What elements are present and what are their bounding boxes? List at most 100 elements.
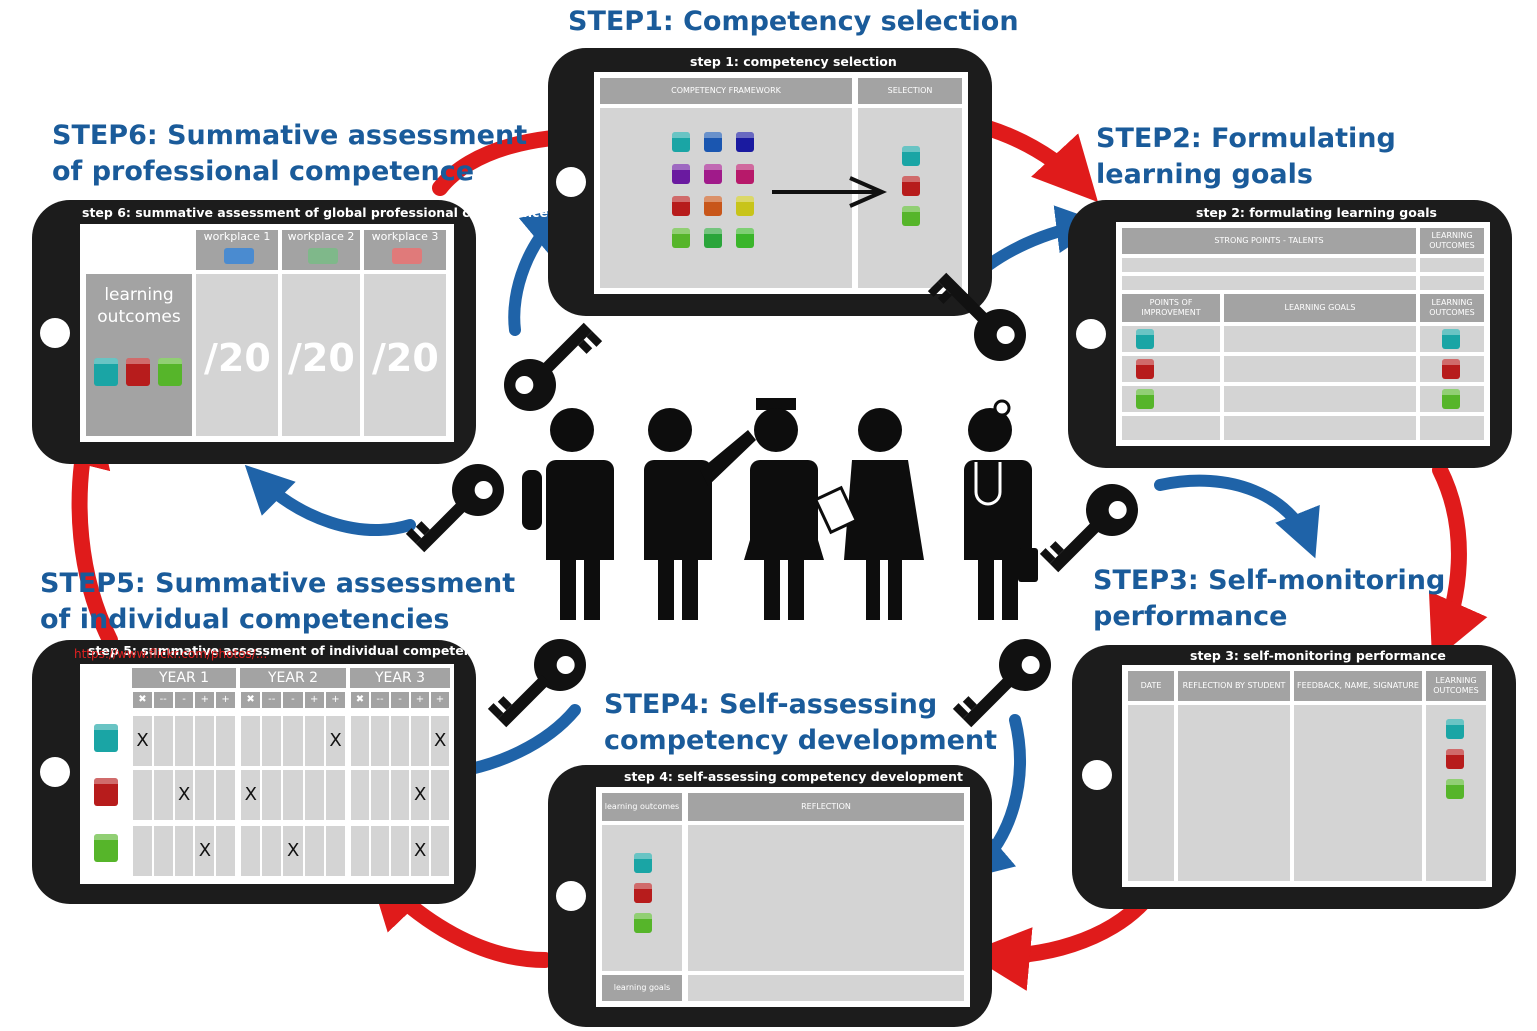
assessment-cell	[351, 826, 369, 876]
cube-icon	[704, 228, 722, 248]
date-column	[1128, 705, 1174, 881]
cube-icon	[1136, 389, 1154, 409]
points-of-improvement-header: POINTS OF IMPROVEMENT	[1122, 294, 1220, 322]
remove-icon: ✖	[241, 692, 261, 708]
step6-title: step 6: summative assessment of global p…	[82, 205, 548, 220]
cube-icon	[902, 206, 920, 226]
cube-icon	[1442, 359, 1460, 379]
step3-heading-l1: STEP3: Self-monitoring	[1093, 565, 1446, 596]
cube-icon	[704, 132, 722, 152]
year3-header: YEAR 3	[350, 668, 450, 688]
cube-icon	[1446, 779, 1464, 799]
assessment-cell	[431, 826, 449, 876]
selection-area	[858, 108, 962, 288]
step6-heading-l1: STEP6: Summative assessment	[52, 120, 528, 151]
cube-icon	[736, 164, 754, 184]
assessment-cell	[283, 770, 303, 820]
goal-row	[1224, 386, 1416, 412]
assessment-mark: X	[434, 730, 447, 751]
assessment-cell	[391, 770, 409, 820]
cube-icon	[126, 358, 150, 386]
assessment-cell	[262, 770, 282, 820]
scale-header: +	[325, 692, 345, 708]
step4-tablet: step 4: self-assessing competency develo…	[548, 765, 992, 1027]
cube-icon	[94, 358, 118, 386]
assessment-mark: X	[329, 730, 342, 751]
assessment-cell	[411, 770, 429, 820]
assessment-cell	[174, 826, 194, 876]
goals-area	[688, 975, 964, 1001]
reflection-header: REFLECTION	[688, 793, 964, 821]
learning-outcomes-panel	[86, 274, 192, 436]
reflection-header: REFLECTION by student	[1178, 671, 1290, 701]
reflection-area	[688, 825, 964, 971]
workplace-icon	[224, 248, 254, 264]
score-cell	[282, 274, 360, 436]
assessment-mark: X	[136, 730, 149, 751]
year1-header: YEAR 1	[132, 668, 236, 688]
assessment-cell	[153, 826, 173, 876]
step4-screen: learning outcomes REFLECTION learning go…	[596, 787, 970, 1007]
assessment-cell	[241, 826, 261, 876]
assessment-cell	[133, 770, 152, 820]
assessment-cell	[304, 826, 324, 876]
red-arrow-2-3	[1428, 462, 1488, 663]
date-header: DATE	[1128, 671, 1174, 701]
cube-icon	[94, 724, 118, 752]
cube-icon	[704, 196, 722, 216]
assessment-cell	[153, 770, 173, 820]
home-button	[40, 757, 70, 787]
assessment-cell	[241, 770, 261, 820]
score-cell	[364, 274, 446, 436]
lo-label-l2: outcomes	[97, 307, 181, 327]
assessment-cell	[304, 770, 324, 820]
assessment-cell	[391, 716, 409, 766]
scale-header: +	[431, 692, 449, 708]
assessment-mark: X	[198, 840, 212, 861]
step4-heading-l2: competency development	[604, 725, 998, 756]
strong-row	[1420, 258, 1484, 272]
selection-arrow-icon	[772, 176, 887, 208]
strong-row	[1122, 258, 1416, 272]
assessment-cell	[371, 716, 389, 766]
lo-header-2: LEARNING OUTCOMES	[1420, 294, 1484, 322]
lo-header: LEARNING OUTCOMES	[1426, 671, 1486, 701]
assessment-mark: X	[178, 784, 191, 805]
scale-header: -	[174, 692, 194, 708]
assessment-cell	[431, 770, 449, 820]
remove-icon: ✖	[133, 692, 152, 708]
feedback-header: FEEDBACK, NAME, SIGNATURE	[1294, 671, 1422, 701]
remove-icon: ✖	[351, 692, 369, 708]
step1-tablet: step 1: competency selection COMPETENCY …	[548, 48, 992, 316]
step3-screen: DATE REFLECTION by student FEEDBACK, NAM…	[1122, 665, 1492, 887]
assessment-cell	[304, 716, 324, 766]
lo-label-l1: learning	[104, 285, 174, 305]
cube-icon	[1136, 329, 1154, 349]
step5-heading-l2: of individual competencies	[40, 604, 450, 635]
cube-icon	[1446, 749, 1464, 769]
scale-header: +	[216, 692, 235, 708]
cube-icon	[736, 196, 754, 216]
step2-title: step 2: formulating learning goals	[1196, 205, 1437, 220]
competency-framework-header: COMPETENCY FRAMEWORK	[600, 78, 852, 104]
cube-icon	[1442, 329, 1460, 349]
strong-row	[1122, 276, 1416, 290]
cube-icon	[634, 913, 652, 933]
assessment-cell	[195, 770, 215, 820]
scale-header: --	[262, 692, 282, 708]
cube-icon	[902, 176, 920, 196]
step1-screen: COMPETENCY FRAMEWORK SELECTION	[594, 72, 968, 294]
assessment-cell	[262, 716, 282, 766]
scale-header: +	[304, 692, 324, 708]
assessment-cell	[283, 826, 303, 876]
reflection-column	[1178, 705, 1290, 881]
step5-title: step 5: summative assessment of individu…	[88, 643, 501, 658]
red-arrow-3-4	[965, 892, 1153, 991]
assessment-cell	[411, 826, 429, 876]
cube-icon	[94, 834, 118, 862]
home-button	[556, 167, 586, 197]
scale-header: --	[371, 692, 389, 708]
year2-header: YEAR 2	[240, 668, 346, 688]
scale-header: --	[153, 692, 173, 708]
cube-icon	[902, 146, 920, 166]
